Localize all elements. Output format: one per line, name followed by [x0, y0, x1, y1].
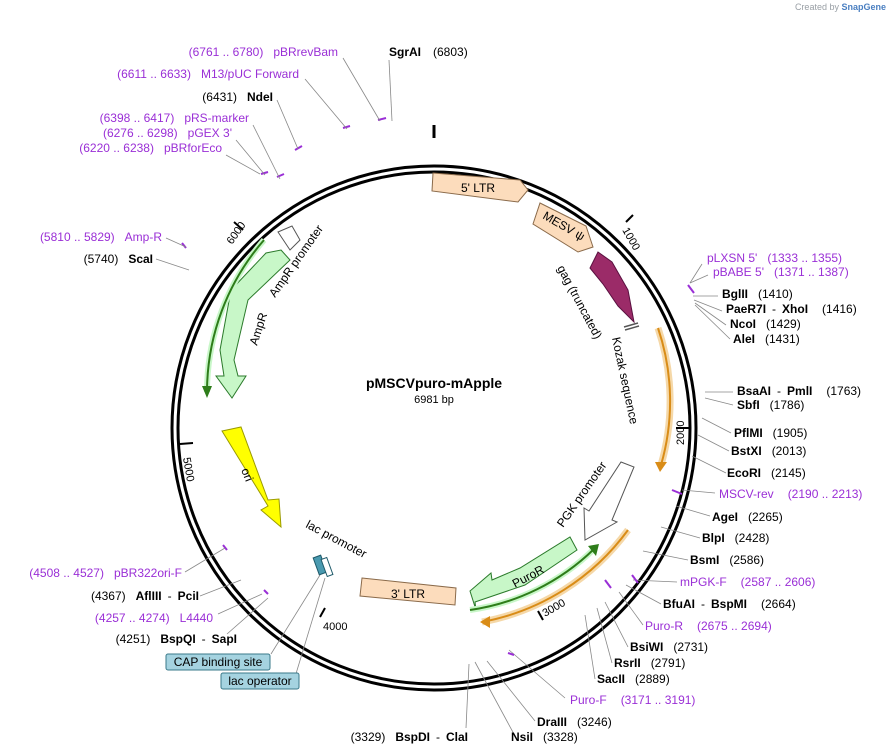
tick-label-6000: 6000: [225, 220, 249, 247]
orf-left-arc-line: [206, 239, 265, 393]
site-mpgk-f[interactable]: mPGK-F(2587 .. 2606): [680, 575, 815, 589]
site-sacii[interactable]: SacII(2889): [597, 672, 670, 686]
site-ncoi[interactable]: NcoI(1429): [730, 317, 801, 331]
orf-right-arc-line: [657, 327, 672, 466]
site-plxsn5[interactable]: pLXSN 5'(1333 .. 1355): [707, 251, 842, 265]
lac-operator-label-box[interactable]: [220, 672, 300, 690]
site-scai[interactable]: (5740)ScaI: [84, 252, 153, 266]
site-amp-r[interactable]: (5810 .. 5829)Amp-R: [40, 230, 162, 244]
site-ndei[interactable]: (6431)NdeI: [202, 90, 273, 104]
left-leaders: [155, 57, 470, 729]
tick-label-5000: 5000: [180, 456, 196, 482]
pgk-feature[interactable]: [583, 461, 635, 541]
tick-label-2000: 2000: [675, 421, 687, 445]
tick-label-1000: 1000: [619, 226, 642, 253]
ltr5-label: 5' LTR: [461, 181, 495, 195]
ampr-promoter-arrow[interactable]: [277, 225, 301, 251]
puror-feature[interactable]: [469, 536, 578, 611]
site-bsiwi[interactable]: BsiWI(2731): [630, 640, 708, 654]
tick-label-4000: 4000: [323, 621, 347, 633]
site-bsmi[interactable]: BsmI(2586): [690, 553, 764, 567]
lac-operator-label: lac operator: [228, 674, 291, 688]
cap-binding-label: CAP binding site: [174, 655, 263, 669]
plasmid-name: pMSCVpuro-mApple: [366, 375, 502, 391]
lac-operator-box[interactable]: [320, 556, 334, 578]
ltr3-feature[interactable]: [359, 577, 457, 606]
site-sbfi[interactable]: SbfI(1786): [737, 398, 804, 412]
kozak-mark-1: [623, 322, 639, 328]
site-pflmi[interactable]: PflMI(1905): [734, 426, 807, 440]
orf-lower-arc-line: [481, 529, 629, 623]
ori-label: ori: [238, 466, 256, 484]
site-bspdi-clai[interactable]: (3329)BspDI-ClaI: [351, 730, 468, 744]
ltr3-label: 3' LTR: [391, 587, 425, 601]
cap-binding-box[interactable]: [165, 653, 271, 671]
site-l4440[interactable]: (4257 .. 4274)L4440: [95, 611, 213, 625]
plasmid-length: 6981 bp: [414, 394, 454, 406]
scale-ticks: [179, 214, 689, 621]
site-bstxi[interactable]: BstXI(2013): [731, 444, 806, 458]
orf-green-arc-line: [469, 548, 595, 611]
site-afliii-pcii[interactable]: (4367)AflIII-PciI: [91, 589, 199, 603]
orf-green-arrowhead: [588, 544, 599, 556]
site-bsaai-pmli[interactable]: BsaAI-PmlI(1763): [737, 384, 861, 398]
lac-promoter-label: lac promoter: [304, 517, 369, 561]
backbone-outer: [170, 164, 698, 692]
site-alei[interactable]: AleI(1431): [733, 332, 800, 346]
orf-right-arrowhead: [655, 462, 667, 472]
ltr5-feature[interactable]: [431, 172, 529, 203]
site-pbr322ori-f[interactable]: (4508 .. 4527)pBR322ori-F: [29, 566, 182, 580]
orf-left-arrowhead: [202, 386, 212, 398]
site-nsii[interactable]: NsiI(3328): [511, 730, 578, 744]
site-bfuai-bspmi[interactable]: BfuAI-BspMI(2664): [663, 597, 796, 611]
kozak-label: Kozak sequence: [609, 336, 641, 426]
site-puro-f[interactable]: Puro-F(3171 .. 3191): [570, 693, 695, 707]
site-bspqi-sapi[interactable]: (4251)BspQI-SapI: [116, 632, 237, 646]
site-puro-r[interactable]: Puro-R(2675 .. 2694): [645, 619, 772, 633]
ori-feature[interactable]: [221, 426, 282, 529]
site-mscv-rev[interactable]: MSCV-rev(2190 .. 2213): [719, 487, 862, 501]
site-draiii[interactable]: DraIII(3246): [537, 715, 612, 729]
snapgene-credit: Created by SnapGene: [795, 2, 886, 12]
site-pbrrevbam[interactable]: (6761 .. 6780)pBRrevBam: [189, 45, 338, 59]
mesv-feature[interactable]: [532, 202, 594, 253]
ampr-label: AmpR: [247, 311, 271, 347]
snapgene-logo-text: SnapGene: [841, 2, 886, 12]
site-bglii[interactable]: BglII(1410): [722, 287, 793, 301]
gag-feature[interactable]: [589, 251, 635, 324]
right-leaders: [474, 263, 734, 737]
site-rsrii[interactable]: RsrII(2791): [614, 656, 685, 670]
orf-lower-arrowhead: [480, 616, 490, 628]
backbone-inner: [176, 170, 692, 686]
site-ecori[interactable]: EcoRI(2145): [727, 466, 806, 480]
site-sgrai[interactable]: SgrAI(6803): [389, 45, 468, 59]
site-agei[interactable]: AgeI(2265): [712, 510, 783, 524]
site-blpi[interactable]: BlpI(2428): [702, 531, 769, 545]
credit-text: Created by: [794, 2, 839, 12]
site-pbabe5[interactable]: pBABE 5'(1371 .. 1387): [713, 265, 849, 279]
site-m13-puc-forward[interactable]: (6611 .. 6633)M13/pUC Forward: [117, 67, 299, 81]
site-pgex3[interactable]: (6276 .. 6298)pGEX 3': [103, 126, 232, 140]
site-pbrforeco[interactable]: (6220 .. 6238)pBRforEco: [79, 141, 222, 155]
site-prs-marker[interactable]: (6398 .. 6417)pRS-marker: [100, 111, 249, 125]
site-paer7i-xhoi[interactable]: PaeR7I-XhoI(1416): [726, 302, 857, 316]
kozak-mark-2: [624, 325, 640, 331]
